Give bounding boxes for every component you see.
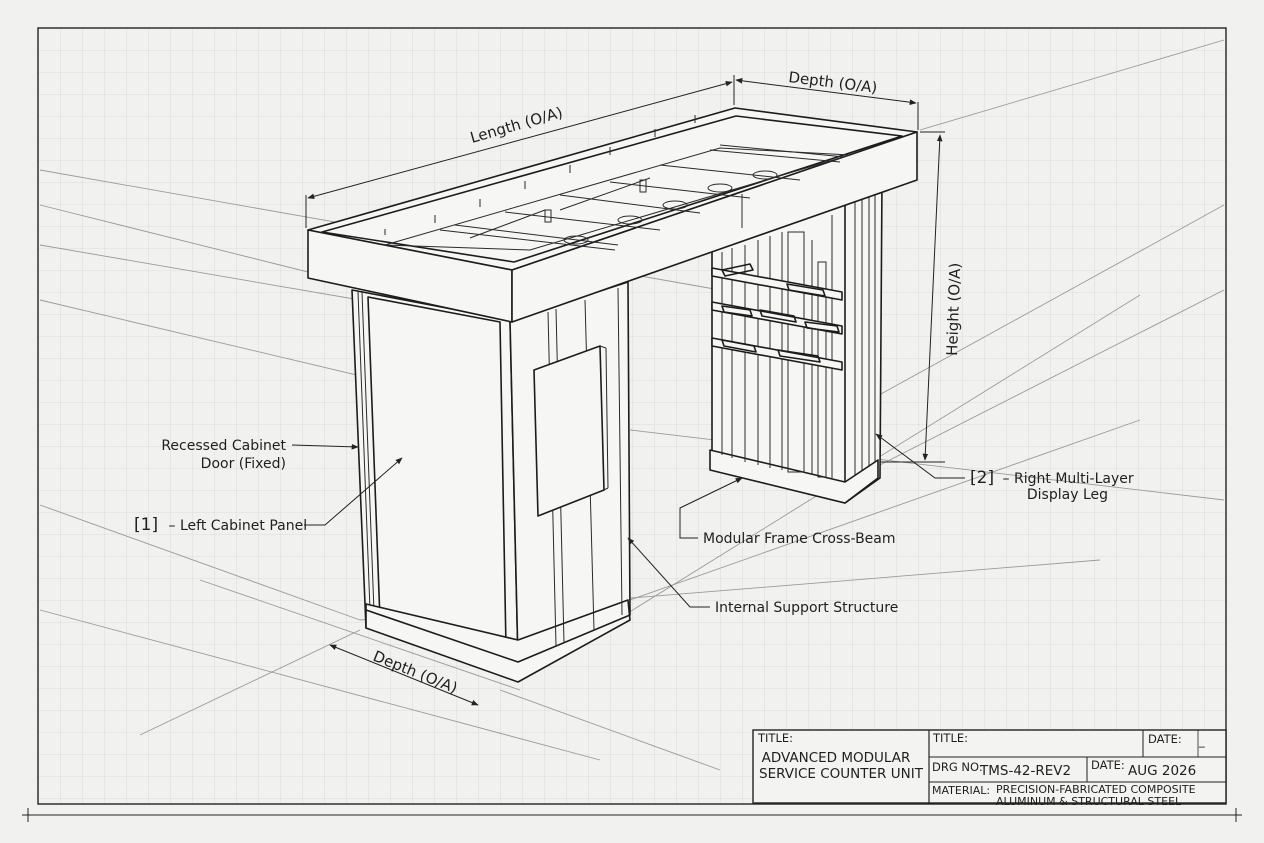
tb-title-line1: ADVANCED MODULAR [762, 750, 911, 766]
tb-date-top-value: _ [1198, 734, 1205, 748]
tb-material-line2: ALUMINUM & STRUCTURAL STEEL [996, 795, 1182, 808]
callout-cross-beam: Modular Frame Cross-Beam [703, 531, 896, 547]
right-leg-text: – Right Multi-Layer [1003, 471, 1134, 487]
tb-title-line2: SERVICE COUNTER UNIT [759, 766, 924, 782]
tb-date-top-label: DATE: [1148, 732, 1182, 746]
left-panel-text: – Left Cabinet Panel [169, 518, 308, 534]
callout-recessed-door-line2: Door (Fixed) [201, 456, 286, 472]
dim-height-label: Height (O/A) [943, 262, 964, 356]
tb-date-label: DATE: [1091, 758, 1125, 772]
tb-date-value: AUG 2026 [1128, 763, 1196, 779]
callout-internal-support: Internal Support Structure [715, 600, 898, 616]
tb-title2-label: TITLE: [932, 731, 968, 745]
tb-material-label: MATERIAL: [932, 784, 990, 797]
callouts: Recessed Cabinet Door (Fixed) [1] – Left… [134, 433, 1134, 616]
sheet-border [37, 27, 1227, 805]
service-counter [307, 107, 918, 683]
callout-recessed-door-line1: Recessed Cabinet [161, 438, 286, 454]
left-panel-number: [1] [134, 515, 158, 535]
tb-drg-label: DRG NO: [932, 760, 983, 774]
callout-right-leg-line1: [2] – Right Multi-Layer [970, 468, 1134, 488]
left-cabinet [351, 281, 631, 683]
callout-right-leg-line2: Display Leg [1027, 487, 1108, 503]
right-leg-number: [2] [970, 468, 994, 488]
title-block: TITLE: ADVANCED MODULAR SERVICE COUNTER … [752, 729, 1227, 808]
right-display-leg [709, 179, 883, 504]
tb-material-line1: PRECISION-FABRICATED COMPOSITE [996, 783, 1196, 796]
callout-left-panel: [1] – Left Cabinet Panel [134, 515, 307, 535]
tb-drg-value: TMS-42-REV2 [979, 763, 1071, 779]
tb-title-label: TITLE: [757, 731, 793, 745]
dimension-lines [305, 75, 945, 706]
